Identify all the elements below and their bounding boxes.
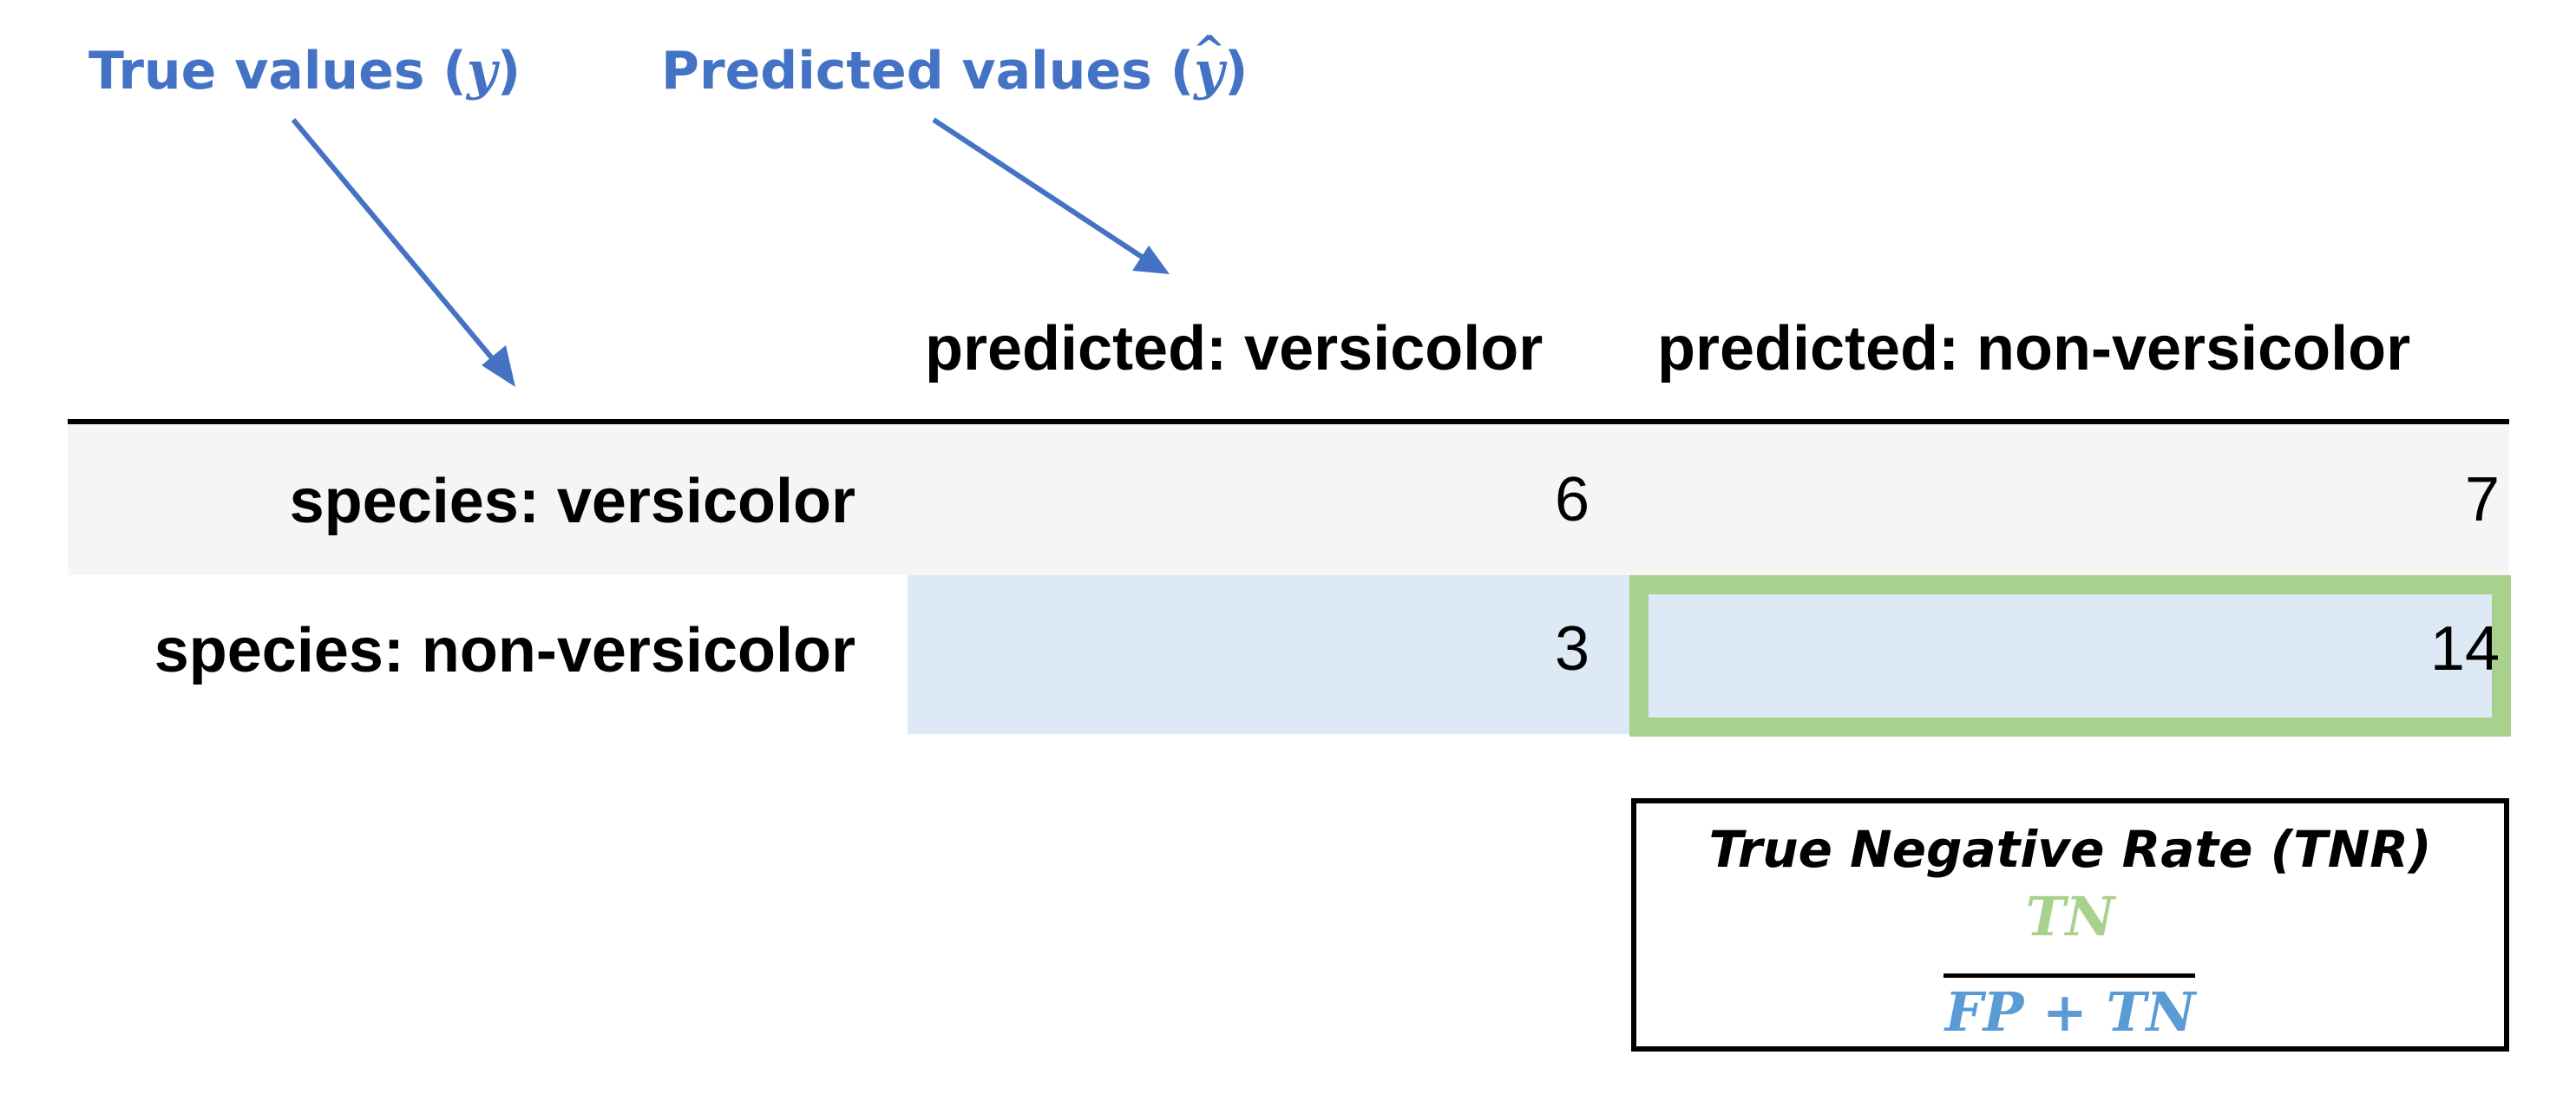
tn-cell-highlight	[1629, 575, 2511, 737]
hat-mark: ^	[1192, 26, 1226, 73]
header-rule	[68, 419, 2509, 424]
predicted-values-close: )	[1224, 41, 1249, 102]
row-label-species-non-versicolor: species: non-versicolor	[154, 616, 855, 685]
row-versicolor-background	[68, 424, 2509, 575]
true-values-text: True values (	[88, 41, 467, 102]
cell-fp-background	[908, 575, 1636, 734]
cell-tn-background	[1636, 575, 2509, 734]
tnr-denominator: FP + TN	[1944, 980, 2196, 1044]
row-label-species-versicolor: species: versicolor	[289, 467, 855, 536]
cell-fn-value: 7	[2464, 465, 2500, 534]
column-header-predicted-versicolor: predicted: versicolor	[925, 314, 1544, 383]
tnr-formula-title: True Negative Rate (TNR)	[1708, 820, 2432, 879]
cell-tn-value: 14	[2429, 614, 2500, 684]
predicted-values-text: Predicted values (	[661, 41, 1195, 102]
true-values-close: )	[496, 41, 521, 102]
predicted-values-arrowhead	[1132, 246, 1170, 274]
true-values-label: True values (y)	[88, 45, 521, 97]
predicted-values-arrow-line	[932, 117, 1149, 263]
cell-fp-value: 3	[1554, 614, 1590, 684]
true-values-arrowhead	[482, 345, 515, 387]
true-values-var: y	[466, 41, 497, 102]
cell-tp-value: 6	[1554, 465, 1590, 534]
predicted-values-label: Predicted values (^y)	[661, 30, 1248, 97]
true-values-arrow-line	[291, 118, 504, 371]
column-header-predicted-non-versicolor: predicted: non-versicolor	[1657, 314, 2411, 383]
tnr-numerator: TN	[2025, 885, 2115, 948]
fraction-bar	[1943, 973, 2195, 978]
predicted-values-var-letter: y	[1194, 41, 1225, 102]
tnr-formula-box: True Negative Rate (TNR) TN FP + TN	[1631, 798, 2509, 1052]
predicted-values-var: ^y	[1193, 30, 1226, 97]
